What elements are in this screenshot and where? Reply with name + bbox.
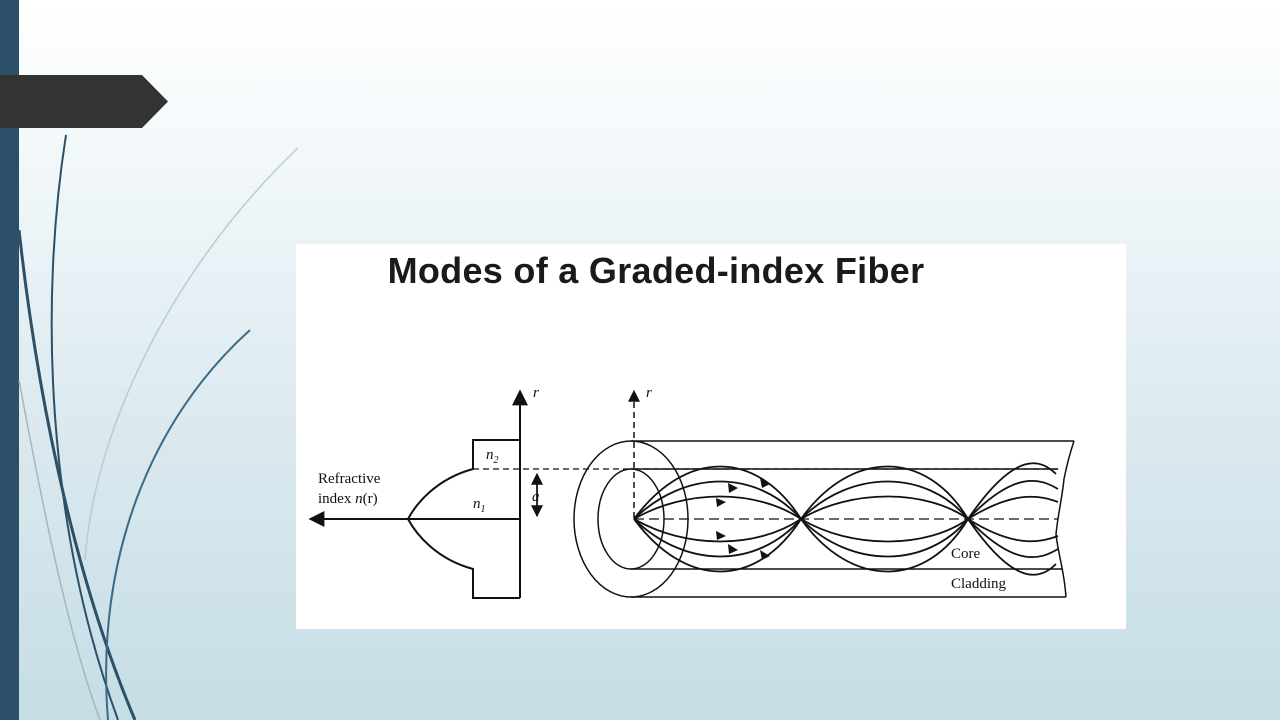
n1-label: n1 — [473, 496, 486, 515]
core-label: Core — [951, 546, 981, 562]
graded-index-diagram: Refractive index n(r) r r n2 n1 a Core C… — [308, 385, 1075, 599]
decorative-curves — [17, 134, 299, 720]
refractive-label-line1: Refractive — [318, 471, 381, 487]
ray-direction-arrows — [716, 478, 770, 560]
cladding-label: Cladding — [951, 576, 1006, 592]
figure-title: Modes of a Graded-index Fiber — [387, 250, 925, 291]
index-profile — [308, 389, 528, 599]
axis-r-label-right: r — [646, 385, 652, 401]
n2-label: n2 — [486, 447, 499, 466]
axis-r-label-left: r — [533, 385, 539, 401]
mode-ray-paths — [633, 462, 1059, 576]
title-tab-marker — [0, 75, 168, 128]
radius-a-label: a — [532, 489, 540, 505]
left-accent-bar — [0, 0, 19, 720]
fiber-diagram-figure: Modes of a Graded-index Fiber — [296, 244, 1126, 629]
refractive-label-line2: index n(r) — [318, 491, 378, 507]
